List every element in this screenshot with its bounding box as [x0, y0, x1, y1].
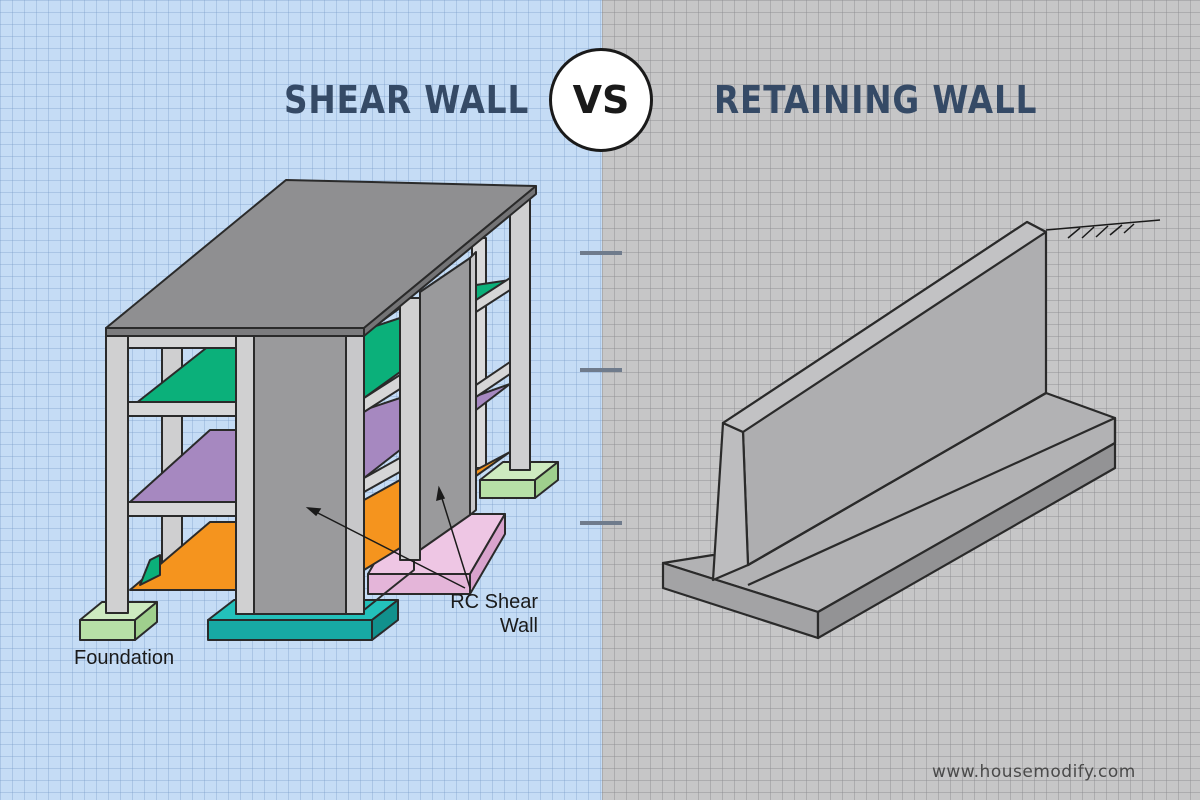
- beam-level-1: [127, 401, 237, 417]
- foundation-label: Foundation: [74, 647, 175, 669]
- rc-shear-wall-label-line2: Wall: [499, 615, 538, 637]
- callout-arrows: [305, 485, 471, 589]
- column-front-left: [105, 327, 129, 614]
- beam-level-2: [127, 501, 237, 517]
- website-watermark: www.housemodify.com: [932, 762, 1136, 782]
- shear-wall-title: SHEAR WALL: [284, 78, 530, 122]
- rc-shear-wall-front: [253, 333, 347, 615]
- divider-dash-2: [580, 368, 622, 372]
- vs-badge: VS: [549, 48, 653, 152]
- rc-shear-wall-label-line1: RC Shear: [450, 591, 538, 613]
- divider-dash-1: [580, 251, 622, 255]
- rc-shear-wall-label: RC Shear Wall: [438, 590, 538, 638]
- foundation-footing-front-left: [79, 601, 158, 641]
- shear-wall-building-illustration: [79, 179, 559, 641]
- retaining-wall-title: RETAINING WALL: [714, 78, 1038, 122]
- divider-dash-3: [580, 521, 622, 525]
- vs-label: VS: [572, 78, 630, 122]
